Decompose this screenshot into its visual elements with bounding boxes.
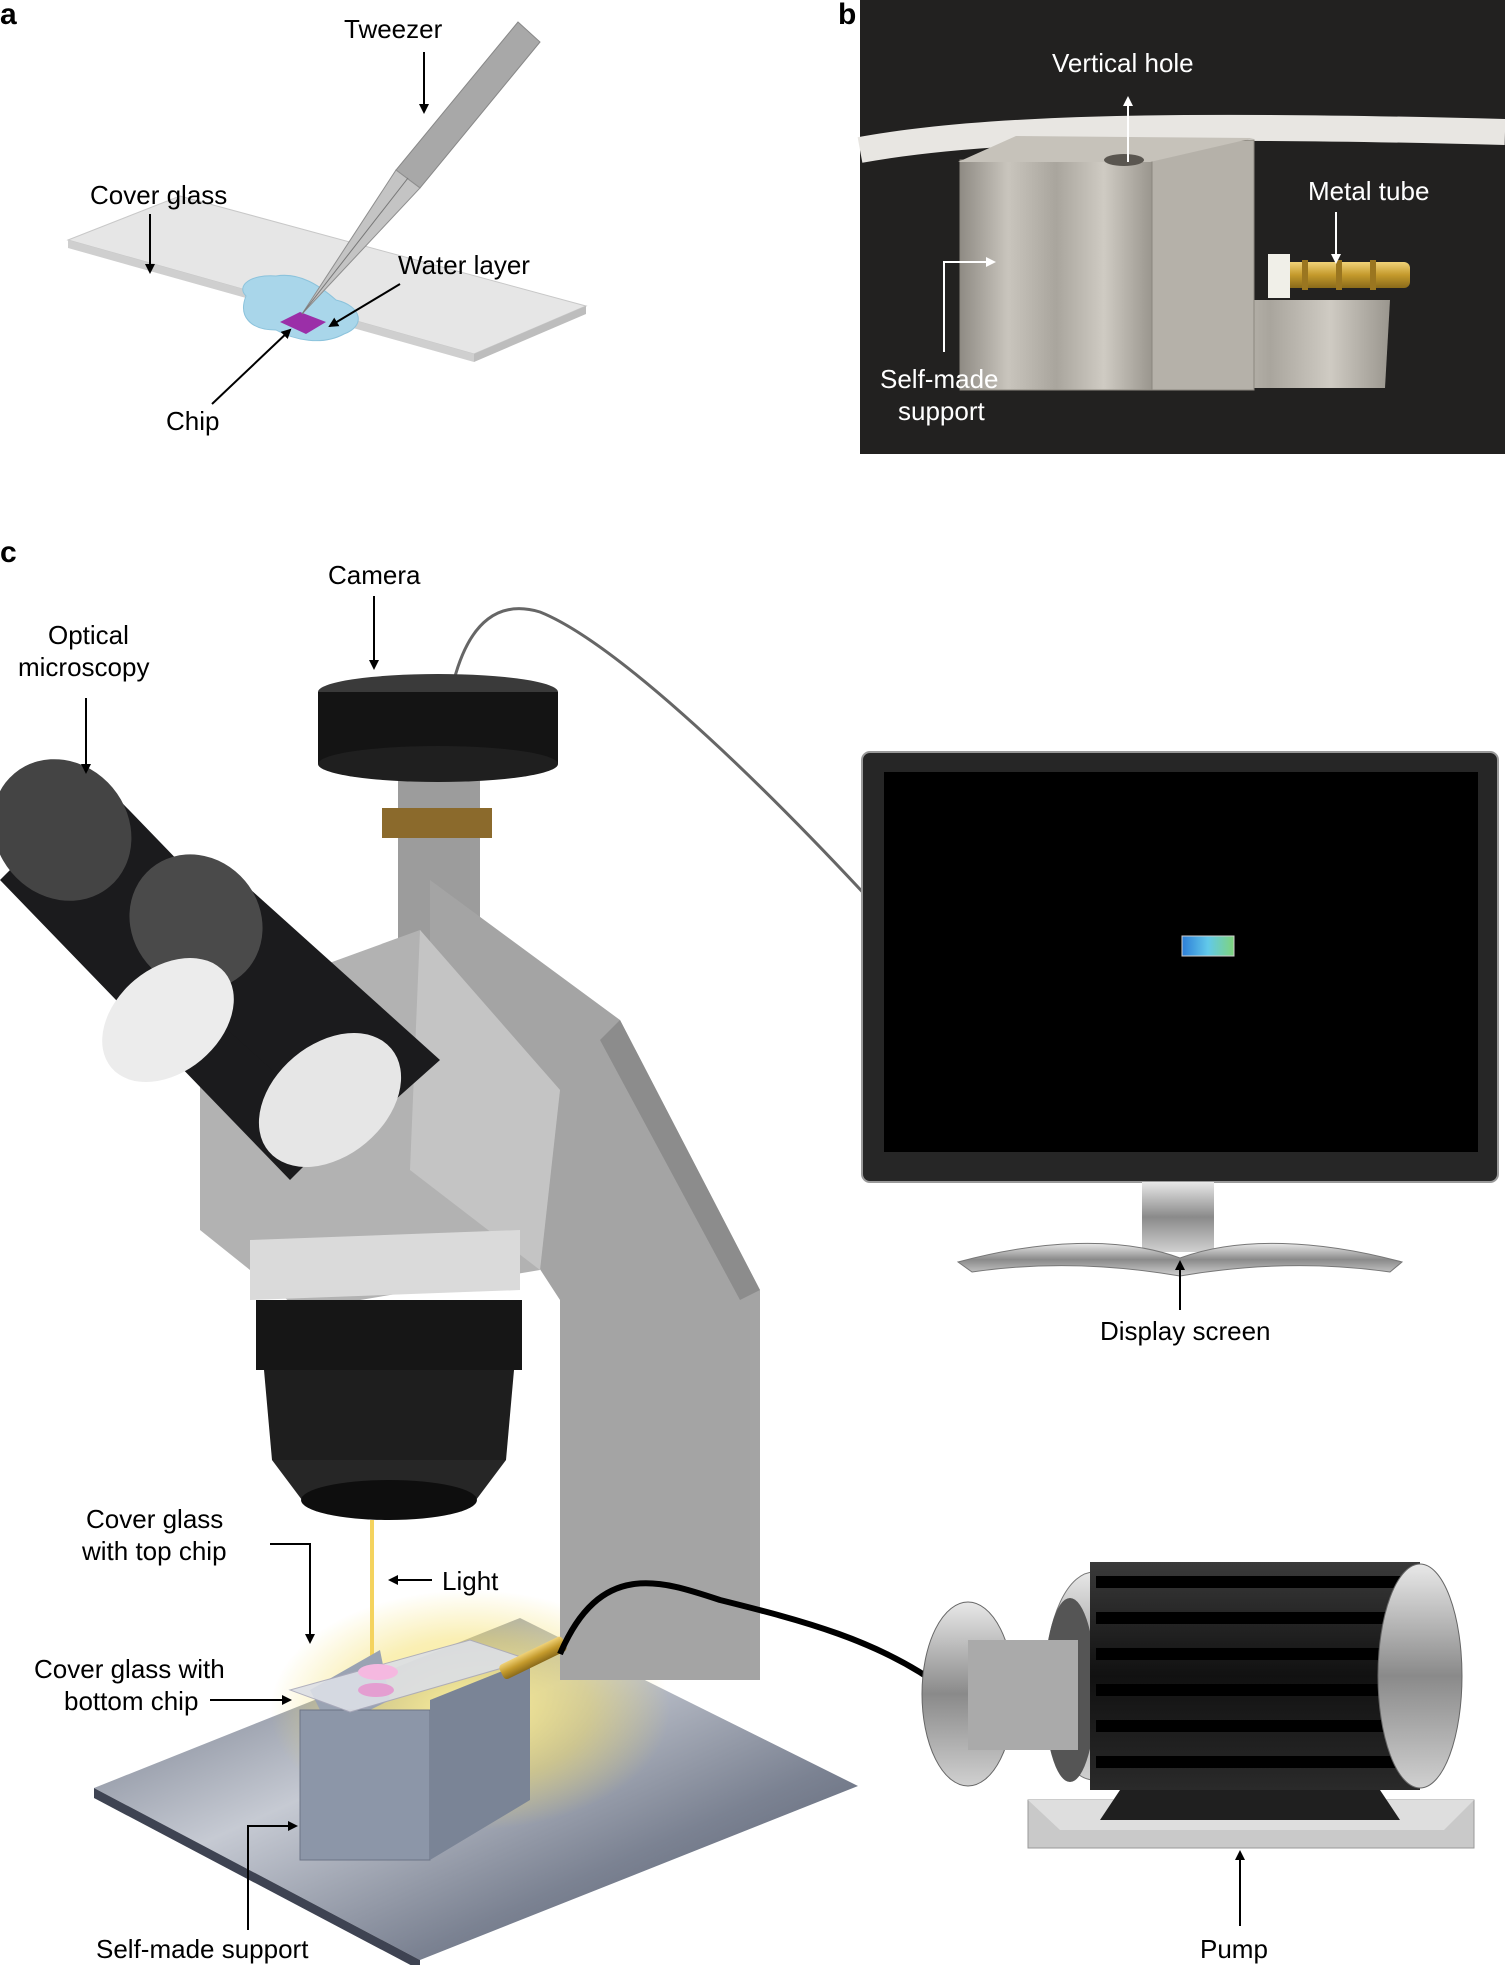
label-cover-glass: Cover glass [90,180,227,210]
arrow-chip [211,328,292,405]
label-self-made-support-b-line2: support [898,396,985,426]
label-metal-tube: Metal tube [1308,176,1429,206]
metal-tube [1282,262,1410,288]
display-monitor [861,751,1499,1277]
label-cover-top-line2: with top chip [81,1536,227,1566]
label-self-made-support-b-line1: Self-made [880,364,999,394]
brass-tube-c [499,1636,567,1680]
objective-lens [256,1300,522,1520]
tweezer-shape [301,21,541,315]
panel-letter-c: c [0,536,17,569]
camera-cable [452,607,872,902]
label-pump: Pump [1200,1934,1268,1964]
panel-c: c [0,536,1499,1965]
support-right-block [1147,139,1255,391]
screen-spot [1181,935,1235,957]
label-cover-top-line1: Cover glass [86,1504,223,1534]
pump-tubing [557,1580,948,1693]
label-cover-bottom-line1: Cover glass with [34,1654,225,1684]
pump [921,1562,1475,1849]
label-camera: Camera [328,560,421,590]
arrow-self-made-support-b [943,257,996,352]
camera-adapter-ring [382,808,492,838]
label-self-made-support-c: Self-made support [96,1934,309,1964]
camera-body [318,674,558,838]
screen-area [884,772,1478,1152]
panel-a: a Tweezer Cover glass Water layer Chip [0,0,588,436]
label-chip: Chip [166,406,219,436]
label-optical-line1: Optical [48,620,129,650]
white-cable [857,114,1505,163]
arrow-water-layer [328,283,401,328]
label-tweezer: Tweezer [344,14,443,44]
monitor-stand-base [956,1242,1404,1277]
arrow-self-made-support-c [247,1821,298,1930]
panel-b: b Vertical hole Metal tube Self-made sup… [838,0,1505,454]
support-top-face [958,136,1254,162]
vertical-hole [1104,154,1144,166]
label-optical-line2: microscopy [18,652,149,682]
panel-letter-b: b [838,0,856,31]
label-display-screen: Display screen [1100,1316,1271,1346]
arrow-cover-top [270,1543,315,1644]
label-cover-bottom-line2: bottom chip [64,1686,198,1716]
sample-holder [288,1636,567,1861]
label-water-layer: Water layer [398,250,530,280]
eyepieces [0,759,440,1180]
label-light: Light [442,1566,499,1596]
label-vertical-hole: Vertical hole [1052,48,1194,78]
panel-letter-a: a [0,0,17,31]
support-left-block [959,159,1153,391]
chip [280,312,326,334]
